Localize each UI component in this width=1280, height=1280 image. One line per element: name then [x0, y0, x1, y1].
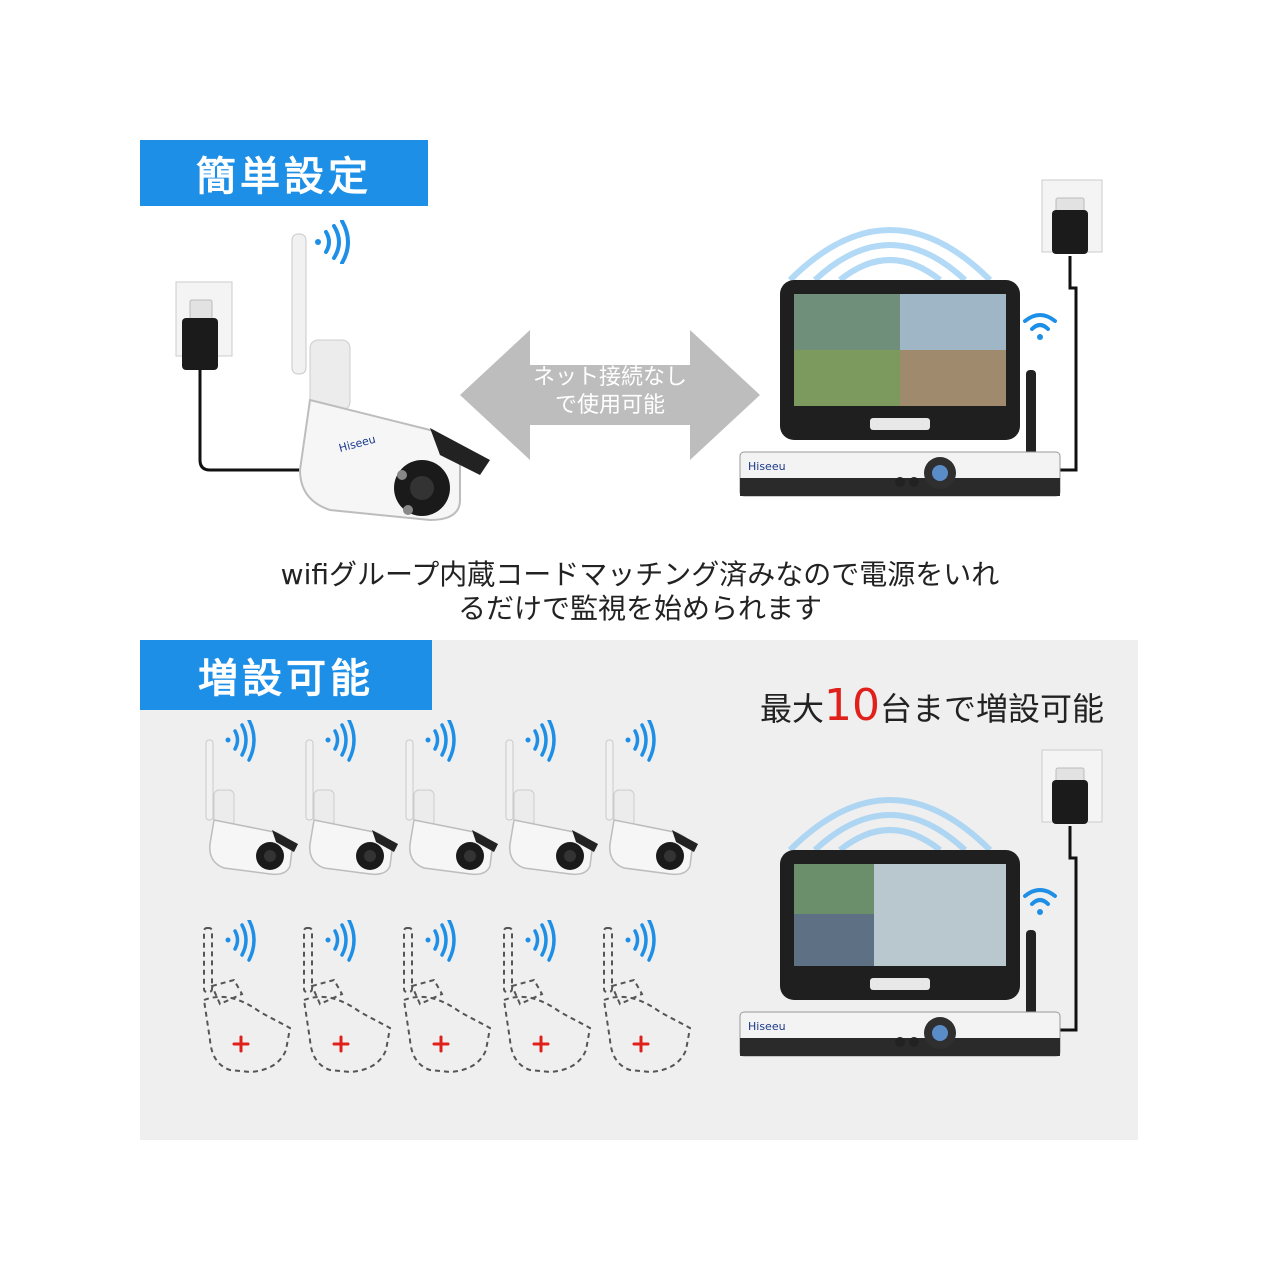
placeholder-camera-icon — [402, 920, 492, 1074]
placeholder-camera-icon — [602, 920, 692, 1074]
max-suffix: 台まで増設可能 — [880, 690, 1105, 728]
placeholder-camera-icon — [502, 920, 592, 1074]
caption-line1: wifiグループ内蔵コードマッチング済みなので電源をいれ — [280, 558, 1000, 591]
setup-caption: wifiグループ内蔵コードマッチング済みなので電源をいれ るだけで監視を始められ… — [0, 558, 1280, 626]
placeholder-camera-icon — [302, 920, 392, 1074]
wifi-signal-icon — [1023, 313, 1057, 340]
max-prefix: 最大 — [760, 690, 825, 728]
camera-setup-illustration: Hiseeu — [175, 233, 490, 522]
wall-outlet-icon — [175, 281, 233, 370]
camera-icon — [605, 720, 698, 876]
section-title-easy-setup: 簡単設定 — [140, 140, 428, 206]
camera-row — [190, 720, 710, 880]
camera-icon — [205, 720, 298, 876]
caption-line2: るだけで監視を始められます — [457, 592, 822, 625]
placeholder-camera-row — [190, 920, 710, 1090]
no-internet-arrow — [460, 330, 760, 460]
max-cameras-text: 最大10台まで増設可能 — [760, 680, 1104, 731]
svg-text:Hiseeu: Hiseeu — [748, 460, 786, 473]
camera-icon — [505, 720, 598, 876]
wall-outlet-icon — [1041, 179, 1103, 254]
max-number: 10 — [824, 680, 881, 731]
nvr-monitor-illustration: Hiseeu — [739, 749, 1103, 1057]
arrow-label-line1: ネット接続なし — [532, 365, 687, 390]
camera-icon — [305, 720, 398, 876]
svg-text:Hiseeu: Hiseeu — [748, 1020, 786, 1033]
placeholder-camera-icon — [202, 920, 292, 1074]
wifi-signal-icon — [1023, 888, 1057, 915]
arrow-label: ネット接続なし で使用可能 — [520, 364, 700, 420]
section-title-expandable: 増設可能 — [140, 640, 432, 710]
wall-outlet-icon — [1041, 749, 1103, 824]
arrow-label-line2: で使用可能 — [554, 393, 665, 418]
wifi-signal-icon — [315, 220, 350, 264]
nvr-monitor-illustration: Hiseeu — [739, 179, 1103, 497]
camera-icon — [405, 720, 498, 876]
